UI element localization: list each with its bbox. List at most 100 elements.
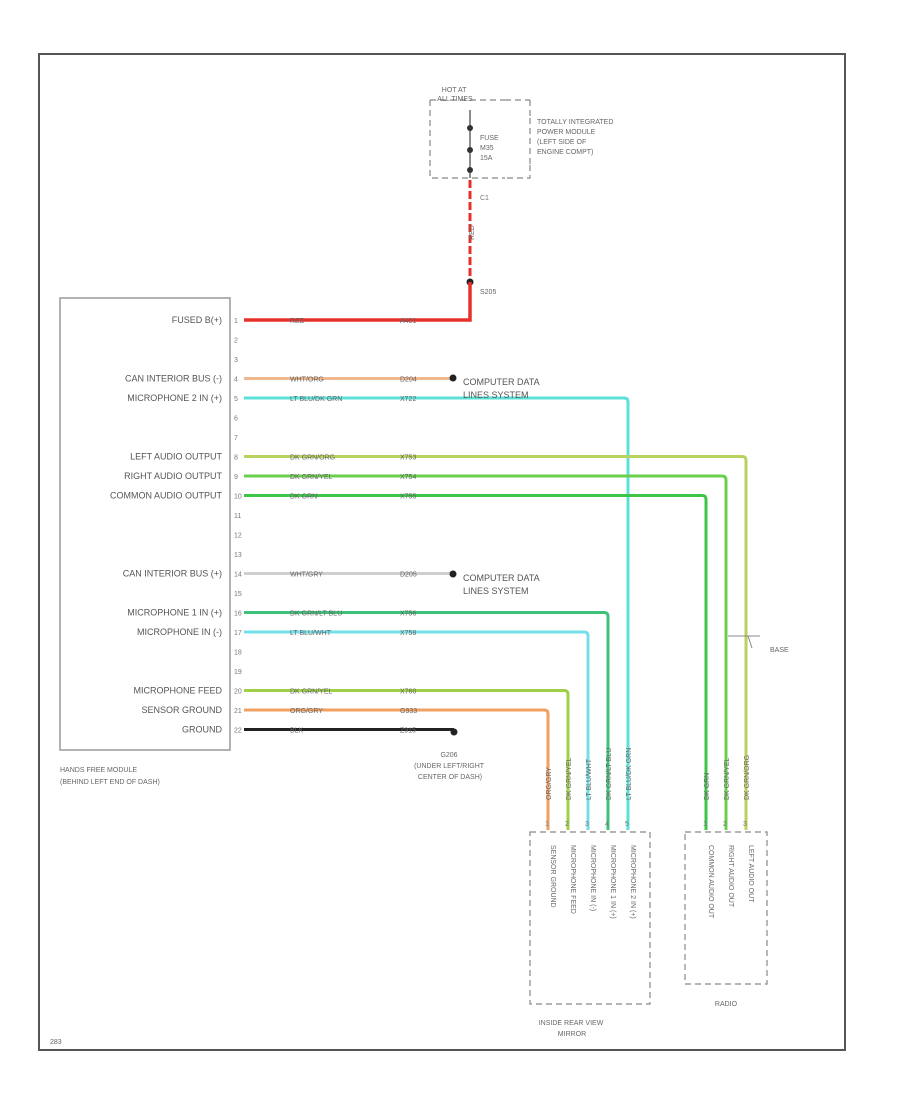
wire-color-label: DK GRN	[290, 494, 317, 501]
ground-g206-label: G206 (UNDER LEFT/RIGHT CENTER OF DASH)	[414, 752, 486, 781]
splice-label: S205	[480, 289, 496, 296]
hands-free-module-box	[59, 297, 231, 751]
radio-wire-label: DK GRN/YEL	[724, 757, 731, 800]
pin-number: 9	[234, 474, 238, 481]
radio-pin-name: LEFT AUDIO OUT	[747, 845, 754, 903]
hot-at-label: HOT AT	[442, 87, 467, 94]
pin-name: COMMON AUDIO OUTPUT	[110, 491, 223, 501]
wire-pin-5	[244, 396, 630, 830]
svg-text:FUSE M35 15A: FUSE M35 15A	[480, 135, 501, 162]
pin-number: 8	[234, 455, 238, 462]
svg-text:TOTALLY INTEGRATED POWER: TOTALLY INTEGRATED POWER MODULE (LEFT SI…	[537, 119, 615, 156]
wire-pin-17	[244, 630, 590, 830]
radio-pin-number: 2	[723, 821, 727, 828]
wire-color-label: DK GRN/YEL	[290, 689, 333, 696]
wire-circuit-label: X756	[400, 611, 416, 618]
wire-circuit-label: X760	[400, 689, 416, 696]
computer-data-lines-1: COMPUTER DATA LINES SYSTEM	[463, 377, 542, 400]
mirror-wire-label: DK GRN/LT BLU	[606, 748, 613, 800]
pin-number: 2	[234, 338, 238, 345]
wire-color-label: BLK	[290, 728, 304, 735]
mirror-wire-label: ORG/GRY	[546, 767, 553, 800]
computer-data-lines-2: COMPUTER DATA LINES SYSTEM	[463, 573, 542, 596]
wire-color-label: DK GRN/ORG	[290, 455, 335, 462]
red-feed-label: RED	[469, 225, 476, 240]
radio-pin-number: 3	[743, 821, 747, 828]
pin-name: FUSED B(+)	[172, 315, 222, 325]
pin-number: 12	[234, 533, 242, 540]
pin-number: 15	[234, 591, 242, 598]
radio-title: RADIO	[715, 1001, 738, 1008]
mirror-pin-name: MICROPHONE 2 IN (+)	[629, 845, 636, 919]
mirror-wire-label: DK GRN/YEL	[566, 757, 573, 800]
mirror-pin-name: SENSOR GROUND	[549, 845, 556, 908]
wire-color-label: LT BLU/DK GRN	[290, 396, 342, 403]
wire-circuit-label: Z915	[400, 728, 416, 735]
mirror-pin-name: MICROPHONE IN (-)	[589, 845, 596, 911]
wire-circuit-label: G933	[400, 708, 417, 715]
pin-number: 6	[234, 416, 238, 423]
mirror-title: INSIDE REAR VIEW MIRROR	[539, 1020, 606, 1038]
power-module: HOT AT ALL TIMES FUSE M35 15A TOTALLY IN…	[429, 87, 615, 179]
mirror-pin-number: 4	[605, 821, 609, 828]
radio-pin-name: COMMON AUDIO OUT	[707, 845, 714, 919]
mirror-wire-label: LT BLU/DK GRN	[626, 748, 633, 800]
wire-color-label: ORG/GRY	[290, 708, 323, 715]
wire-pin-10	[244, 494, 708, 830]
pin-number: 13	[234, 552, 242, 559]
pin-name: MICROPHONE 1 IN (+)	[127, 608, 222, 618]
wire-circuit-label: X722	[400, 396, 416, 403]
pin-number: 20	[234, 689, 242, 696]
diagram-frame	[38, 53, 846, 1051]
wire-circuit-label: A431	[400, 318, 416, 325]
ground-g206-dot	[450, 728, 458, 736]
mirror-pin-name: MICROPHONE FEED	[569, 845, 576, 914]
wire-circuit-label: X754	[400, 474, 416, 481]
pin-name: CAN INTERIOR BUS (+)	[123, 569, 222, 579]
svg-text:C1: C1	[480, 195, 489, 202]
pin-number: 3	[234, 357, 238, 364]
mirror-pin-number: 5	[625, 821, 629, 828]
wire-pin-20	[244, 689, 570, 830]
wire-pin-16	[244, 611, 610, 830]
radio-pin-number: 1	[703, 821, 707, 828]
wire-color-label: LT BLU/WHT	[290, 630, 332, 637]
mirror-wire-label: LT BLU/WHT	[586, 758, 593, 800]
pin-number: 7	[234, 435, 238, 442]
mirror-pin-number: 3	[585, 821, 589, 828]
pin-number: 16	[234, 611, 242, 618]
pin-name: GROUND	[182, 725, 222, 735]
pin-number: 5	[234, 396, 238, 403]
pin-name: MICROPHONE IN (-)	[137, 627, 222, 637]
hands-free-module-title: HANDS FREE MODULE (BEHIND LEFT END OF DA…	[60, 767, 160, 786]
mirror-pin-number: 2	[565, 821, 569, 828]
pin-number: 1	[234, 318, 238, 325]
svg-text:HOT AT ALL TIMES: HOT AT ALL TIMES	[437, 87, 473, 103]
wire-circuit-label: D205	[400, 572, 417, 579]
pin-name: LEFT AUDIO OUTPUT	[130, 452, 222, 462]
wire-circuit-label: D204	[400, 377, 417, 384]
pin-number: 21	[234, 708, 242, 715]
pin-number: 11	[234, 513, 241, 520]
wire-circuit-label: X758	[400, 630, 416, 637]
wire-circuit-label: X753	[400, 455, 416, 462]
mirror-pin-number: 1	[545, 821, 549, 828]
pin-name: RIGHT AUDIO OUTPUT	[124, 471, 222, 481]
wire-color-label: WHT/ORG	[290, 377, 324, 384]
wire-pin-9	[244, 474, 728, 830]
radio-wire-label: DK GRN	[704, 773, 711, 800]
pin-number: 18	[234, 650, 242, 657]
cdl-2-dot	[449, 570, 457, 578]
pin-name: MICROPHONE 2 IN (+)	[127, 393, 222, 403]
wire-color-label: DK GRN/LT BLU	[290, 611, 342, 618]
pin-name: CAN INTERIOR BUS (-)	[125, 374, 222, 384]
pin-name: MICROPHONE FEED	[133, 686, 222, 696]
mirror-pin-name: MICROPHONE 1 IN (+)	[609, 845, 616, 919]
pin-number: 4	[234, 377, 238, 384]
wire-circuit-label: X755	[400, 494, 416, 501]
